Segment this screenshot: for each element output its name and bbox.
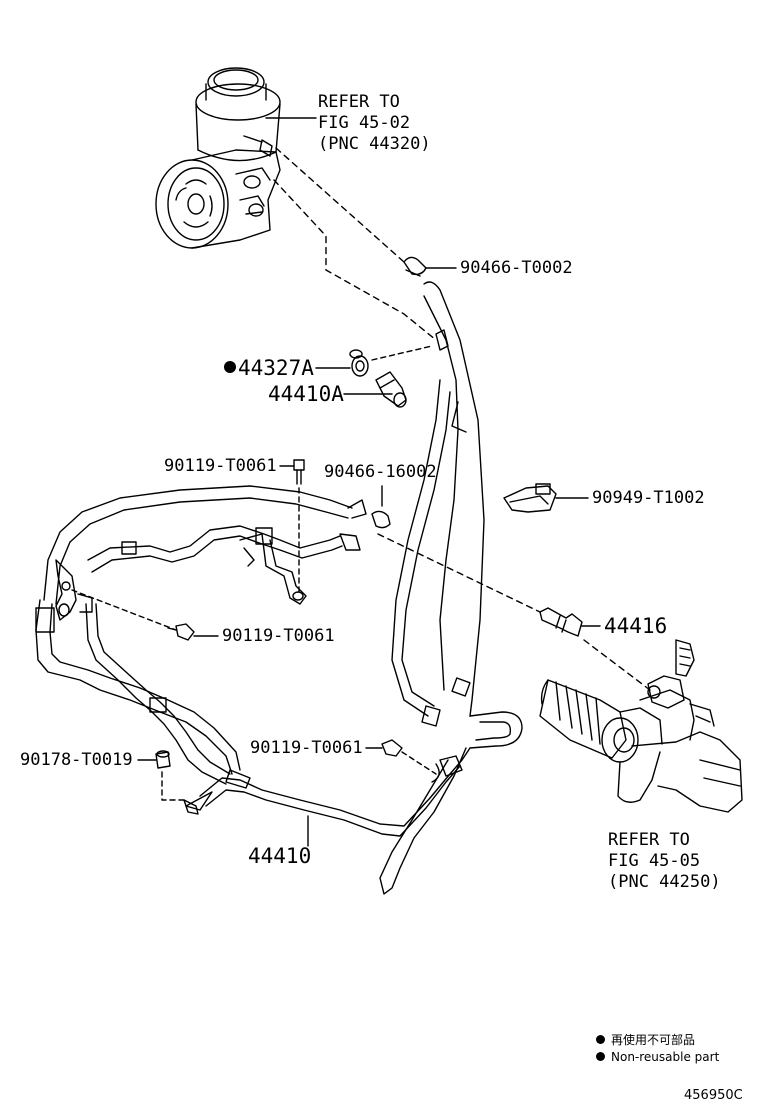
union-bolt-44410a [375, 371, 407, 408]
part-label-44327a-text: 44327A [238, 356, 314, 380]
tube-44416-dashed [583, 639, 651, 691]
pump-connection-dashed [273, 179, 437, 341]
power-steering-pump [155, 67, 281, 249]
part-label-44416: 44416 [604, 614, 668, 638]
pressure-tube-44410 [185, 747, 471, 895]
clip-mid-dashed [377, 533, 541, 613]
bolt-upper [293, 459, 305, 485]
nut-stud [183, 799, 199, 815]
part-label-90466-16002: 90466-16002 [324, 462, 437, 482]
legend-dot-jp [596, 1035, 605, 1044]
legend-en: Non-reusable part [596, 1049, 719, 1065]
left-line-assembly [35, 559, 241, 785]
part-label-44410a: 44410A [268, 382, 344, 406]
gear-reference: REFER TO FIG 45-05 (PNC 44250) [608, 830, 721, 893]
legend-jp-text: 再使用不可部品 [611, 1033, 696, 1047]
tube-44416 [539, 607, 583, 637]
return-hose [423, 281, 485, 717]
legend-dot-en [596, 1052, 605, 1061]
part-label-bolt-lower: 90119-T0061 [250, 738, 363, 758]
bolt-mid-dashed [71, 589, 177, 631]
gasket-44327a [349, 349, 369, 377]
part-label-90178-t0019: 90178-T0019 [20, 750, 133, 770]
bolt-lower-dashed [401, 751, 437, 775]
non-reusable-marker [224, 361, 236, 373]
pump-reference: REFER TO FIG 45-02 (PNC 44320) [318, 92, 431, 155]
pump-ref-line-2: FIG 45-02 [318, 113, 411, 133]
bolt-lower [381, 739, 403, 757]
clamp-90949-t1002 [503, 483, 557, 513]
part-label-bolt-mid: 90119-T0061 [222, 626, 335, 646]
steering-gear-box [539, 639, 743, 813]
nut-dashed [161, 771, 189, 801]
bolt-mid [167, 623, 195, 641]
pressure-hose [391, 379, 523, 749]
nut-90178-t0019 [155, 750, 171, 769]
part-label-44410: 44410 [248, 844, 312, 868]
part-label-bolt-upper: 90119-T0061 [164, 456, 277, 476]
legend-en-text: Non-reusable part [611, 1050, 720, 1064]
clip-90466-16002 [371, 510, 391, 529]
part-label-90949-t1002: 90949-T1002 [592, 488, 705, 508]
clip-90466-t0002 [403, 256, 427, 277]
pressure-line-upper [43, 485, 367, 605]
legend-jp: 再使用不可部品 [596, 1032, 695, 1048]
clip-guide-dashed [275, 147, 405, 263]
gear-ref-line-2: FIG 45-05 [608, 851, 701, 871]
gear-ref-line-3: (PNC 44250) [608, 872, 721, 892]
part-label-90466-t0002: 90466-T0002 [460, 258, 573, 278]
part-label-44327a: 44327A [224, 356, 314, 380]
gasket-dashed [371, 345, 433, 361]
figure-id: 456950C [684, 1088, 743, 1103]
pump-ref-line-3: (PNC 44320) [318, 134, 431, 154]
pump-ref-line-1: REFER TO [318, 92, 400, 112]
hose-bracket [239, 533, 307, 605]
gear-ref-line-1: REFER TO [608, 830, 690, 850]
